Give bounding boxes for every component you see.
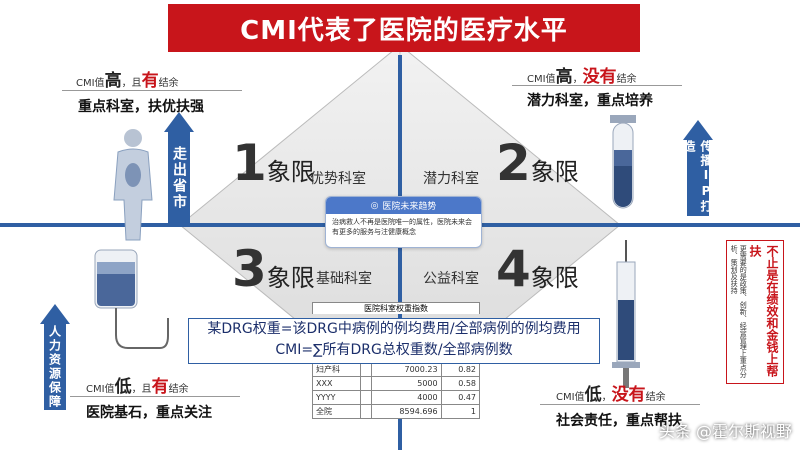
watermark: 头条 @霍尔斯视野 xyxy=(658,422,792,441)
table-title: 医院科室权重指数 xyxy=(312,302,480,314)
quadrant-word: 象限 xyxy=(266,158,315,186)
test-tube-icon xyxy=(610,115,636,209)
caption-bottom-right-main: 社会责任，重点帮扶 xyxy=(556,413,682,429)
caption-bottom-left-main: 医院基石，重点关注 xyxy=(86,405,212,421)
formula-box: 某DRG权重=该DRG中病例的例均费用/全部病例的例均费用 CMI=∑所有DRG… xyxy=(188,318,600,364)
formula-line-2: CMI=∑所有DRG总权重数/全部病例数 xyxy=(275,342,513,358)
human-body-icon xyxy=(113,129,153,241)
caption-divider xyxy=(62,90,242,91)
caption-divider xyxy=(512,85,682,86)
quadrant-4-label: 4象限 xyxy=(496,244,579,294)
support-note: 不止是在绩效和金钱上帮扶 更需要的是政策、创新、经营管理上重点分析、策划及扶持 xyxy=(726,240,784,384)
caption-divider xyxy=(540,404,700,405)
arrow-up-top-left: 走出省市 xyxy=(164,112,194,224)
arrow-label: 人力资源保障 xyxy=(44,324,66,410)
dept-basic: 基础科室 xyxy=(316,271,372,287)
quadrant-3-label: 3象限 xyxy=(232,244,315,294)
arrow-head-icon xyxy=(164,112,194,132)
iv-bag-icon xyxy=(94,249,169,349)
arrow-up-top-right: 传播IP打造 xyxy=(682,120,713,216)
caption-top-left-small: CMI值高，且有结余 xyxy=(76,71,179,91)
caption-top-right-small: CMI值高，没有结余 xyxy=(527,67,637,87)
quadrant-number: 2 xyxy=(496,134,531,192)
caption-bottom-right-small: CMI值低，没有结余 xyxy=(556,385,666,405)
arrow-label: 传播IP打造 xyxy=(682,140,713,216)
arrow-label: 走出省市 xyxy=(168,132,190,224)
support-note-body: 更需要的是政策、创新、经营管理上重点分析、策划及扶持 xyxy=(730,245,748,378)
dept-potential: 潜力科室 xyxy=(423,171,479,187)
quadrant-1-label: 1象限 xyxy=(232,138,315,188)
quadrant-number: 3 xyxy=(232,240,267,298)
callout-title: 医院未来趋势 xyxy=(382,202,437,212)
quadrant-number: 4 xyxy=(496,240,531,298)
callout-body: 治病救人不再是医院唯一的属性，医院未来会有更多的服务与注健康概念 xyxy=(332,218,472,236)
dept-public-welfare: 公益科室 xyxy=(423,271,479,287)
arrow-head-icon xyxy=(683,120,713,140)
quadrant-word: 象限 xyxy=(530,158,579,186)
callout-header: ◎ 医院未来趋势 xyxy=(326,197,481,214)
arrow-head-icon xyxy=(40,304,70,324)
quadrant-2-label: 2象限 xyxy=(496,138,579,188)
globe-icon: ◎ xyxy=(370,200,379,211)
formula-line-1: 某DRG权重=该DRG中病例的例均费用/全部病例的例均费用 xyxy=(207,321,581,337)
caption-top-left-main: 重点科室，扶优扶强 xyxy=(78,99,204,115)
quadrant-word: 象限 xyxy=(266,264,315,292)
syringe-icon xyxy=(612,240,640,388)
quadrant-word: 象限 xyxy=(530,264,579,292)
caption-bottom-left-small: CMI值低，且有结余 xyxy=(86,377,189,397)
dept-advantage: 优势科室 xyxy=(310,171,366,187)
caption-divider xyxy=(70,396,240,397)
page-title: CMI代表了医院的医疗水平 xyxy=(168,4,640,52)
quadrant-number: 1 xyxy=(232,134,267,192)
trend-callout: ◎ 医院未来趋势 治病救人不再是医院唯一的属性，医院未来会有更多的服务与注健康概… xyxy=(325,196,482,248)
support-note-title: 不止是在绩效和金钱上帮扶 xyxy=(748,245,779,377)
arrow-up-bottom-left: 人力资源保障 xyxy=(40,304,70,410)
caption-top-right-main: 潜力科室，重点培养 xyxy=(527,93,653,109)
